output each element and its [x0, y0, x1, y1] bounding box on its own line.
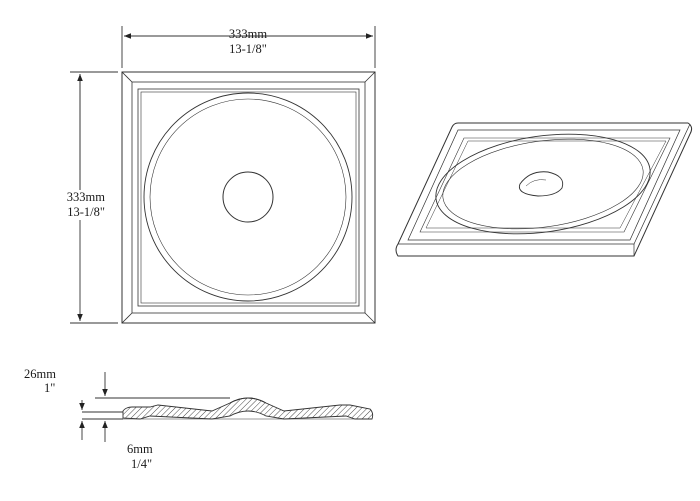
height-imperial-label: 13-1/8"	[67, 205, 105, 219]
iso-outer-edge	[395, 122, 693, 257]
edge-metric-label: 6mm	[127, 442, 153, 456]
section-view	[122, 397, 374, 420]
iso-inner-ring	[442, 138, 644, 230]
edge-dimension	[79, 400, 123, 440]
iso-panel	[419, 137, 671, 233]
perspective-view	[395, 122, 693, 257]
iso-frame-inner	[407, 129, 681, 241]
outer-frame	[121, 71, 376, 324]
outer-ring	[143, 92, 353, 302]
section-profile	[122, 397, 374, 420]
width-metric-label: 333mm	[228, 27, 268, 41]
width-dimension	[121, 26, 376, 68]
inner-panel	[137, 88, 360, 307]
thickness-metric-label: 26mm	[24, 367, 56, 381]
iso-outer-ring	[435, 133, 651, 235]
iso-center-boss	[518, 171, 564, 197]
thickness-imperial-label: 1"	[44, 381, 56, 395]
edge-imperial-label: 1/4"	[131, 457, 153, 471]
center-boss	[222, 171, 274, 223]
frame-bevel	[131, 81, 366, 314]
top-view	[121, 71, 376, 324]
inner-ring	[149, 98, 347, 296]
height-metric-label: 333mm	[66, 190, 105, 204]
width-imperial-label: 13-1/8"	[229, 42, 267, 56]
height-dimension	[70, 71, 118, 324]
